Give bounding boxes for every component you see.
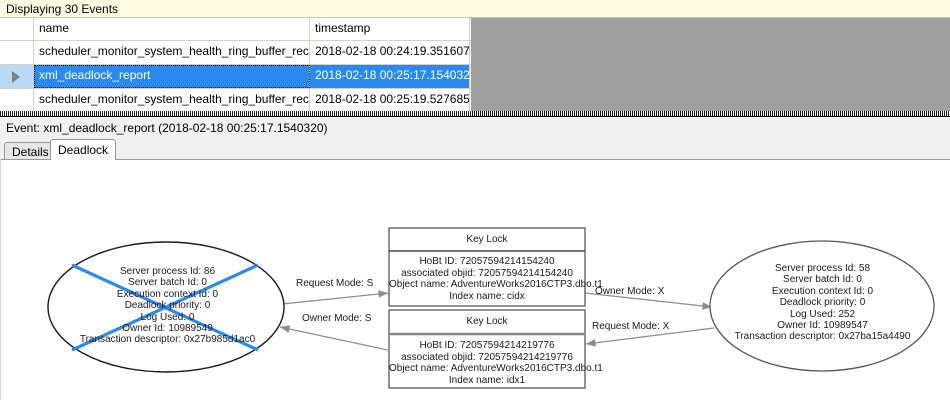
events-banner-text: Displaying 30 Events: [6, 2, 119, 16]
table-row[interactable]: scheduler_monitor_system_health_ring_buf…: [0, 41, 471, 65]
key-lock-bottom-line-3: Index name: idx1: [448, 374, 526, 386]
row-selector[interactable]: [0, 89, 34, 112]
canvas-left-edge: [0, 159, 1, 400]
row-timestamp[interactable]: 2018-02-18 00:24:19.3516078: [310, 41, 470, 64]
grid-header-selector: [0, 18, 34, 40]
key-lock-top-line-0: HoBt ID: 72057594214154240: [419, 256, 555, 267]
events-grid[interactable]: name timestamp scheduler_monitor_system_…: [0, 18, 950, 117]
events-grid-rows: name timestamp scheduler_monitor_system_…: [0, 18, 471, 116]
row-selector[interactable]: [0, 41, 34, 64]
horizontal-scrollbar[interactable]: [0, 111, 950, 116]
table-row[interactable]: scheduler_monitor_system_health_ring_buf…: [0, 89, 471, 113]
deadlock-graph-svg: [47, 227, 935, 389]
row-timestamp[interactable]: 2018-02-18 00:25:17.1540320: [310, 65, 470, 88]
row-selector[interactable]: [0, 65, 34, 88]
key-lock-bottom-line-2: Object name: AdventureWorks2016CTP3.dbo.…: [389, 363, 603, 375]
row-name[interactable]: scheduler_monitor_system_health_ring_buf…: [34, 41, 310, 64]
tab-deadlock[interactable]: Deadlock: [50, 139, 117, 160]
key-lock-top-line-3: Index name: cidx: [449, 290, 525, 302]
key-lock-top-info: HoBt ID: 72057594214154240 associated ob…: [389, 256, 603, 302]
key-lock-bottom-title: Key Lock: [466, 316, 508, 327]
event-detail-title: Event: xml_deadlock_report (2018-02-18 0…: [6, 121, 328, 135]
deadlock-graph: Server process Id: 86 Server batch Id: 0…: [0, 160, 950, 400]
tab-strip: Details Deadlock: [0, 138, 950, 160]
key-lock-bottom-line-1: associated objid: 72057594214219776: [401, 351, 573, 363]
deadlock-graph-canvas[interactable]: Server process Id: 86 Server batch Id: 0…: [0, 159, 950, 400]
edge-label-owner-mode-x: Owner Mode: X: [595, 286, 665, 297]
edge-label-request-mode-x: Request Mode: X: [592, 321, 670, 332]
edge-label-request-mode-s: Request Mode: S: [296, 278, 374, 289]
grid-header-row: name timestamp: [0, 18, 471, 41]
row-name[interactable]: xml_deadlock_report: [34, 65, 310, 88]
key-lock-top-title: Key Lock: [466, 234, 508, 245]
row-selector-triangle-icon: [12, 71, 20, 83]
key-lock-top-line-2: Object name: AdventureWorks2016CTP3.dbo.…: [389, 279, 603, 291]
key-lock-bottom-line-0: HoBt ID: 72057594214219776: [419, 340, 555, 351]
grid-header-timestamp[interactable]: timestamp: [310, 18, 470, 40]
row-name[interactable]: scheduler_monitor_system_health_ring_buf…: [34, 89, 310, 112]
row-timestamp[interactable]: 2018-02-18 00:25:19.5276859: [310, 89, 470, 112]
key-lock-bottom-info: HoBt ID: 72057594214219776 associated ob…: [389, 340, 603, 386]
tab-details[interactable]: Details: [4, 142, 57, 160]
edge-label-owner-mode-s: Owner Mode: S: [302, 313, 372, 324]
events-banner: Displaying 30 Events: [0, 0, 950, 18]
key-lock-top-line-1: associated objid: 72057594214154240: [401, 267, 573, 279]
grid-header-name[interactable]: name: [34, 18, 310, 40]
event-detail-header: Event: xml_deadlock_report (2018-02-18 0…: [0, 118, 950, 138]
table-row[interactable]: xml_deadlock_report 2018-02-18 00:25:17.…: [0, 65, 471, 89]
